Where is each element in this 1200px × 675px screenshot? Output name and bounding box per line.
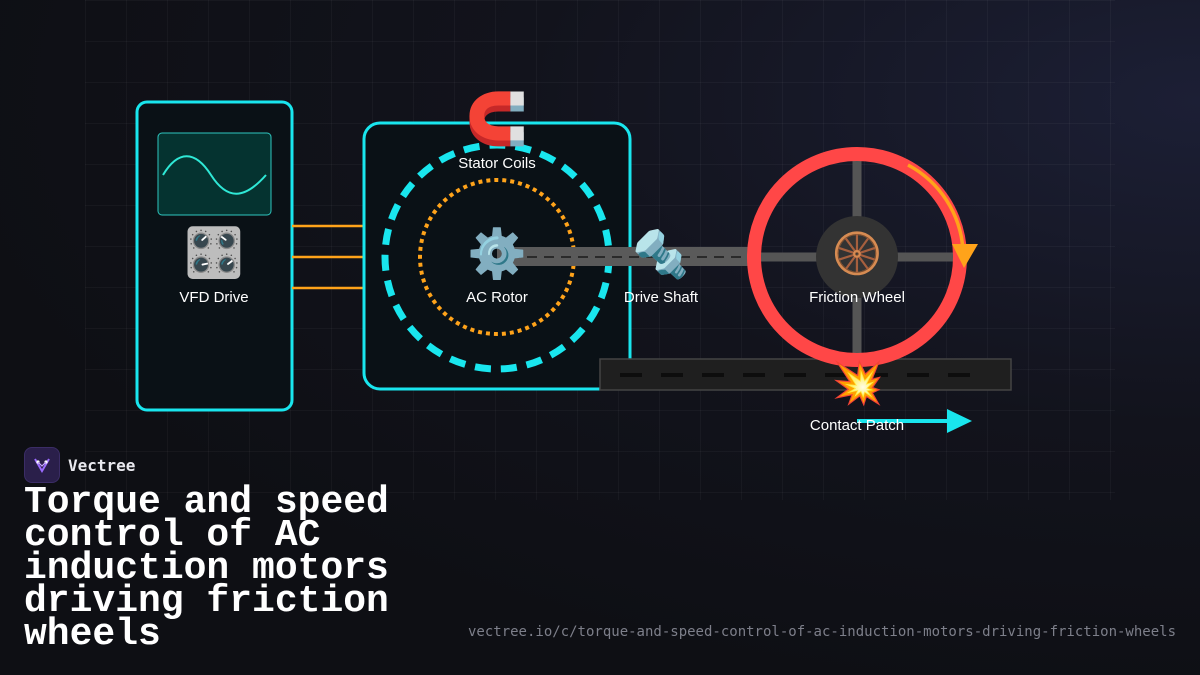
motion-arrow-head xyxy=(947,409,972,433)
collision-icon: 💥 xyxy=(831,358,885,407)
vfd-sine-wave xyxy=(162,155,267,195)
brand-name: Vectree xyxy=(68,455,136,475)
friction-wheel-label: Friction Wheel xyxy=(809,289,905,306)
magnet-icon: 🧲 xyxy=(465,90,529,148)
brand[interactable]: Vectree xyxy=(24,447,135,483)
page-title: Torque and speed control of AC induction… xyxy=(24,481,389,656)
source-url[interactable]: vectree.io/c/torque-and-speed-control-of… xyxy=(467,624,1176,640)
drive-shaft-label: Drive Shaft xyxy=(623,289,699,306)
contact-patch-label: Contact Patch xyxy=(809,417,905,434)
stator-coils-label: Stator Coils xyxy=(458,155,536,172)
vfd-scope-screen xyxy=(157,132,272,216)
control-knobs-icon: 🎛️ xyxy=(184,225,244,281)
vfd-drive-label: VFD Drive xyxy=(179,289,249,306)
wheel-hub xyxy=(816,216,898,298)
vectree-logo-icon xyxy=(24,447,60,483)
drive-shaft xyxy=(497,247,759,266)
bolt-icon: 🔩 xyxy=(632,227,690,281)
ac-rotor-label: AC Rotor xyxy=(466,289,528,306)
rotation-arrowhead xyxy=(952,244,978,268)
gear-icon: ⚙️ xyxy=(467,226,527,282)
rotation-arc xyxy=(907,163,965,251)
tire-icon: 🛞 xyxy=(832,231,882,277)
